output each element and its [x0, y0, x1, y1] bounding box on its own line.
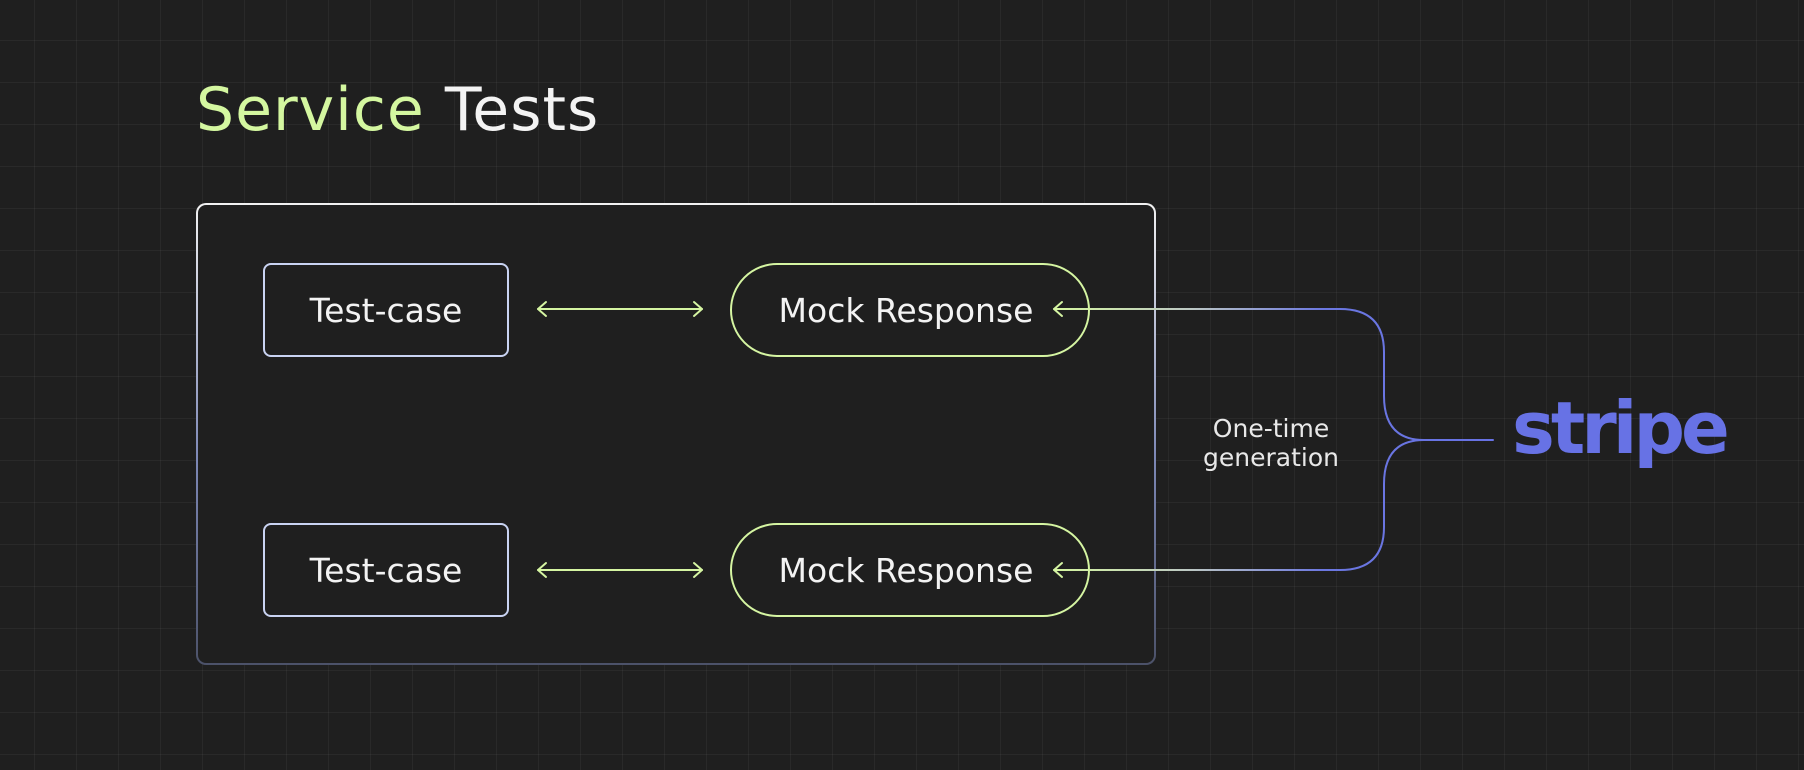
- mock-response-box: Mock Response: [730, 523, 1090, 617]
- bidirectional-arrow-row-1: [537, 301, 703, 317]
- page-title: Service Tests: [196, 80, 599, 140]
- title-part-service: Service: [196, 75, 425, 145]
- service-test-container: [196, 203, 1156, 665]
- bidirectional-arrow-row-2: [537, 562, 703, 578]
- stripe-logo: stripe: [1512, 386, 1730, 470]
- caption-line-2: generation: [1203, 443, 1339, 472]
- one-time-generation-label: One-time generation: [1186, 414, 1356, 472]
- mock-response-box: Mock Response: [730, 263, 1090, 357]
- title-part-tests: Tests: [444, 75, 600, 145]
- test-case-box: Test-case: [263, 263, 509, 357]
- caption-line-1: One-time: [1212, 414, 1330, 443]
- test-case-box: Test-case: [263, 523, 509, 617]
